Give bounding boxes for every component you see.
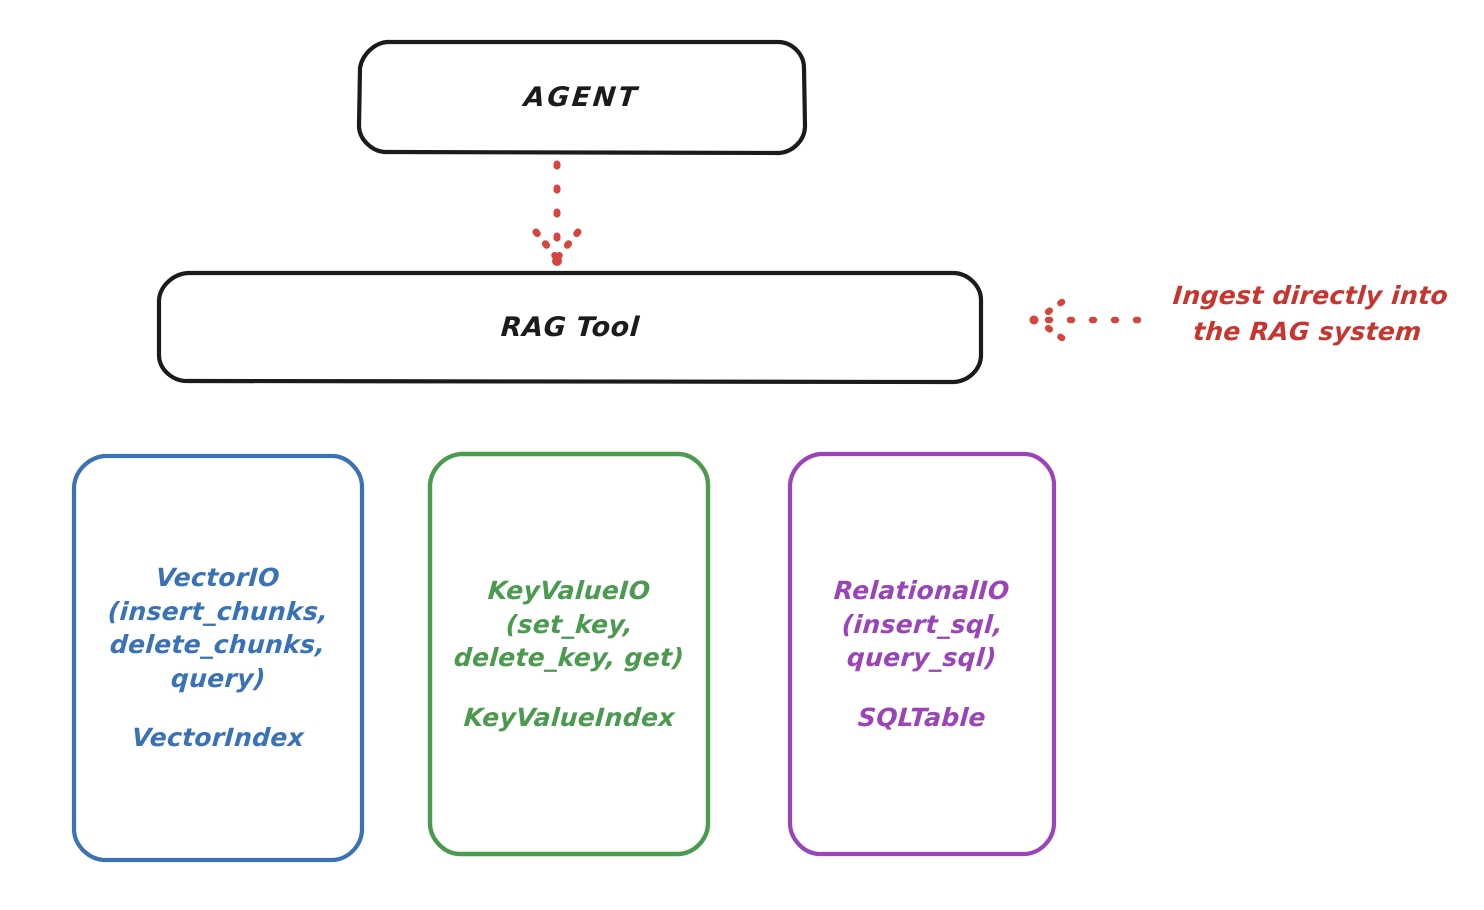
annotation-ingest-line-1: Ingest directly into [1171,281,1450,310]
relational-io-line-1: RelationalIO [833,576,1011,605]
node-agent[interactable]: AGENT [356,38,808,156]
key-value-io-line-1: KeyValueIO [486,576,652,605]
vector-io-line-4: query) [169,663,267,693]
vector-io-index-label: VectorIndex [130,723,306,753]
annotation-ingest-line-2: the RAG system [1191,316,1423,346]
node-rag-tool[interactable]: RAG Tool [155,269,985,385]
vector-io-line-3: delete_chunks, [109,630,327,660]
rag-tool-label: RAG Tool [499,311,641,343]
dotted-arrow-left-icon [1029,298,1142,342]
dotted-arrow-down-icon [532,160,582,266]
vector-io-line-1: VectorIO [155,563,281,593]
agent-label: AGENT [522,81,642,113]
key-value-io-line-2: (set_key, [504,609,634,639]
key-value-io-index-label: KeyValueIndex [462,702,676,732]
node-vector-io[interactable]: VectorIO (insert_chunks, delete_chunks, … [70,452,366,864]
node-key-value-io[interactable]: KeyValueIO (set_key, delete_key, get) Ke… [426,450,712,858]
key-value-io-line-3: delete_key, get) [452,643,686,672]
annotation-ingest: Ingest directly into the RAG system [1141,278,1477,349]
relational-io-line-3: query_sql) [846,643,998,672]
relational-io-index-label: SQLTable [857,702,987,732]
vector-io-line-2: (insert_chunks, [106,596,330,626]
node-relational-io[interactable]: RelationalIO (insert_sql, query_sql) SQL… [786,450,1058,858]
relational-io-line-2: (insert_sql, [840,609,1004,639]
